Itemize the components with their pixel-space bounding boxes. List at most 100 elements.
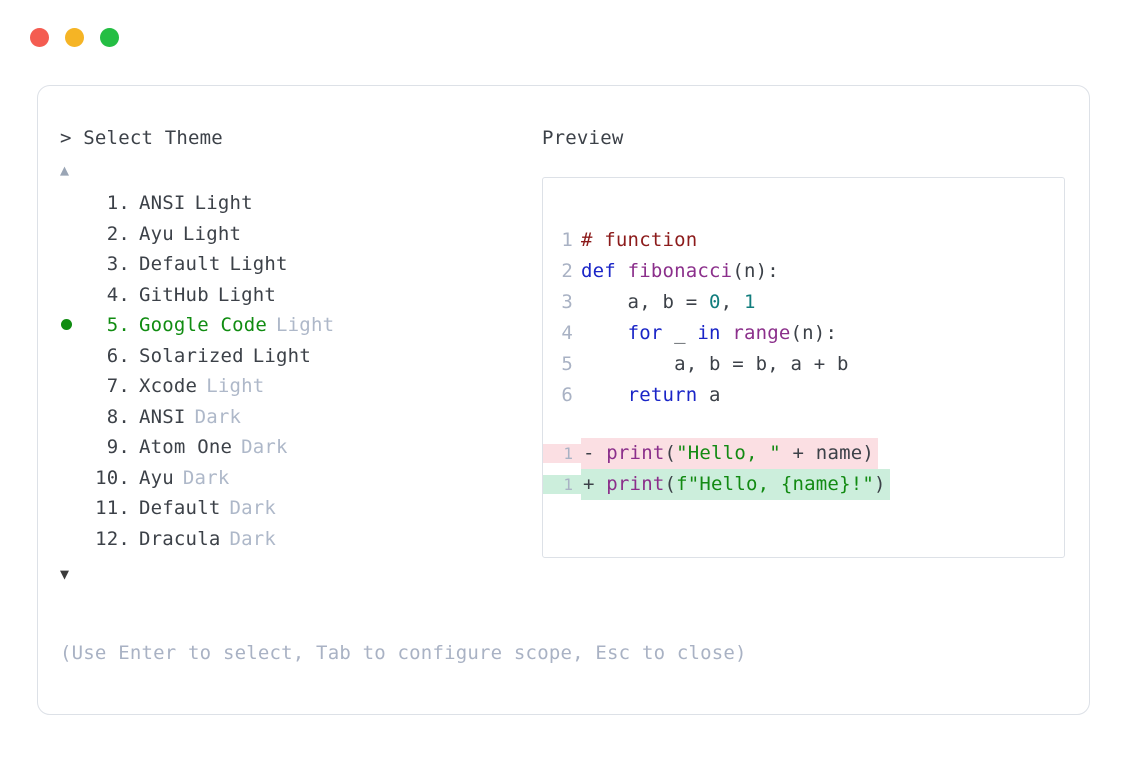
theme-item-number: 4. — [106, 283, 130, 306]
theme-item-variant: Light — [229, 253, 288, 275]
diff-line-text: + print(f"Hello, {name}!") — [581, 469, 890, 500]
code-token-keyword: def — [581, 260, 628, 282]
theme-item-name: Default — [139, 253, 221, 275]
code-token-plain: + name) — [780, 442, 875, 464]
theme-item-variant: Dark — [194, 405, 242, 428]
code-token-func: print — [606, 442, 665, 464]
code-token-plain: (n): — [790, 322, 838, 344]
theme-item-number: 10. — [95, 466, 130, 489]
code-line-number: 6 — [561, 384, 573, 406]
theme-list-item[interactable]: 9. Atom One Dark — [60, 432, 530, 463]
theme-item-variant: Light — [194, 192, 253, 214]
minimize-window-button[interactable] — [65, 28, 84, 47]
theme-item-name: Google Code — [139, 314, 268, 336]
code-token-plain: _ — [662, 322, 698, 344]
code-token-plain: a — [697, 384, 721, 406]
theme-item-name: ANSI — [139, 192, 186, 214]
diff-lines: 1- print("Hello, " + name)1+ print(f"Hel… — [543, 438, 1064, 500]
theme-item-variant: Light — [182, 222, 242, 245]
code-token-func: fibonacci — [627, 260, 733, 282]
scroll-up-icon[interactable]: ▲ — [60, 161, 70, 179]
theme-item-variant: Dark — [229, 527, 277, 550]
theme-item-number: 12. — [95, 527, 130, 550]
code-line-number: 1 — [561, 229, 573, 251]
code-token-string: f"Hello, {name}!" — [676, 473, 874, 495]
code-line-text: for _ in range(n): — [581, 318, 837, 349]
theme-item-variant: Light — [217, 283, 277, 306]
theme-item-number: 9. — [106, 436, 130, 458]
theme-item-number: 1. — [106, 192, 130, 214]
code-line: 1 # function — [543, 225, 1064, 256]
keyboard-hint: (Use Enter to select, Tab to configure s… — [60, 642, 747, 664]
theme-list-item[interactable]: 3. Default Light — [60, 249, 530, 280]
code-token-func: print — [606, 473, 665, 495]
theme-item-name: Xcode — [139, 375, 198, 397]
code-token-comment: # function — [581, 229, 698, 251]
code-token-plain: ( — [664, 473, 677, 495]
theme-item-variant: Light — [252, 344, 311, 367]
code-token-func: range — [732, 322, 791, 344]
code-line: 5 a, b = b, a + b — [543, 349, 1064, 380]
code-token-keyword: return — [627, 384, 698, 406]
code-line-number: 3 — [561, 291, 573, 313]
theme-item-name: ANSI — [139, 405, 186, 428]
code-line-text: a, b = 0, 1 — [581, 287, 756, 318]
code-token-plain — [581, 384, 628, 406]
maximize-window-button[interactable] — [100, 28, 119, 47]
diff-line-number: 1 — [543, 475, 581, 494]
theme-item-number: 7. — [106, 375, 130, 397]
code-token-plain: + — [583, 473, 607, 495]
code-token-plain: a, b = — [581, 291, 710, 313]
theme-item-name: Dracula — [139, 527, 221, 550]
theme-item-name: Atom One — [139, 436, 233, 458]
theme-item-number: 6. — [106, 344, 130, 367]
page-title: Select Theme — [83, 127, 223, 149]
code-line-text: # function — [581, 225, 697, 256]
code-token-plain — [721, 322, 733, 344]
code-line-number: 2 — [561, 260, 573, 282]
code-token-plain: ( — [664, 442, 677, 464]
code-token-plain: ) — [874, 473, 886, 495]
code-blank-line — [543, 411, 1064, 438]
theme-item-number: 5. — [106, 314, 130, 336]
code-token-keyword: in — [697, 322, 721, 344]
code-line: 6 return a — [543, 380, 1064, 411]
theme-item-variant: Dark — [229, 497, 277, 519]
code-line: 4 for _ in range(n): — [543, 318, 1064, 349]
code-token-keyword: for — [627, 322, 663, 344]
diff-line-number: 1 — [543, 444, 581, 463]
theme-item-number: 3. — [106, 253, 130, 275]
code-token-plain: (n): — [732, 260, 779, 282]
code-token-plain: , — [720, 291, 744, 313]
diff-line-text: - print("Hello, " + name) — [581, 438, 879, 469]
code-line-text: a, b = b, a + b — [581, 349, 849, 380]
theme-list-item[interactable]: 1. ANSI Light — [60, 188, 530, 219]
code-line: 3 a, b = 0, 1 — [543, 287, 1064, 318]
preview-label: Preview — [542, 127, 624, 149]
close-window-button[interactable] — [30, 28, 49, 47]
scroll-down-icon[interactable]: ▼ — [60, 565, 70, 583]
code-line-number: 4 — [561, 322, 573, 344]
theme-list-item[interactable]: 12. Dracula Dark — [60, 524, 530, 555]
code-token-number: 0 — [709, 291, 721, 313]
theme-item-variant: Dark — [241, 436, 288, 458]
theme-item-name: Ayu — [139, 222, 174, 245]
diff-line-minus: 1- print("Hello, " + name) — [543, 438, 1064, 469]
code-line-number: 5 — [561, 353, 573, 375]
code-token-plain: a, b = b, a + b — [581, 353, 849, 375]
